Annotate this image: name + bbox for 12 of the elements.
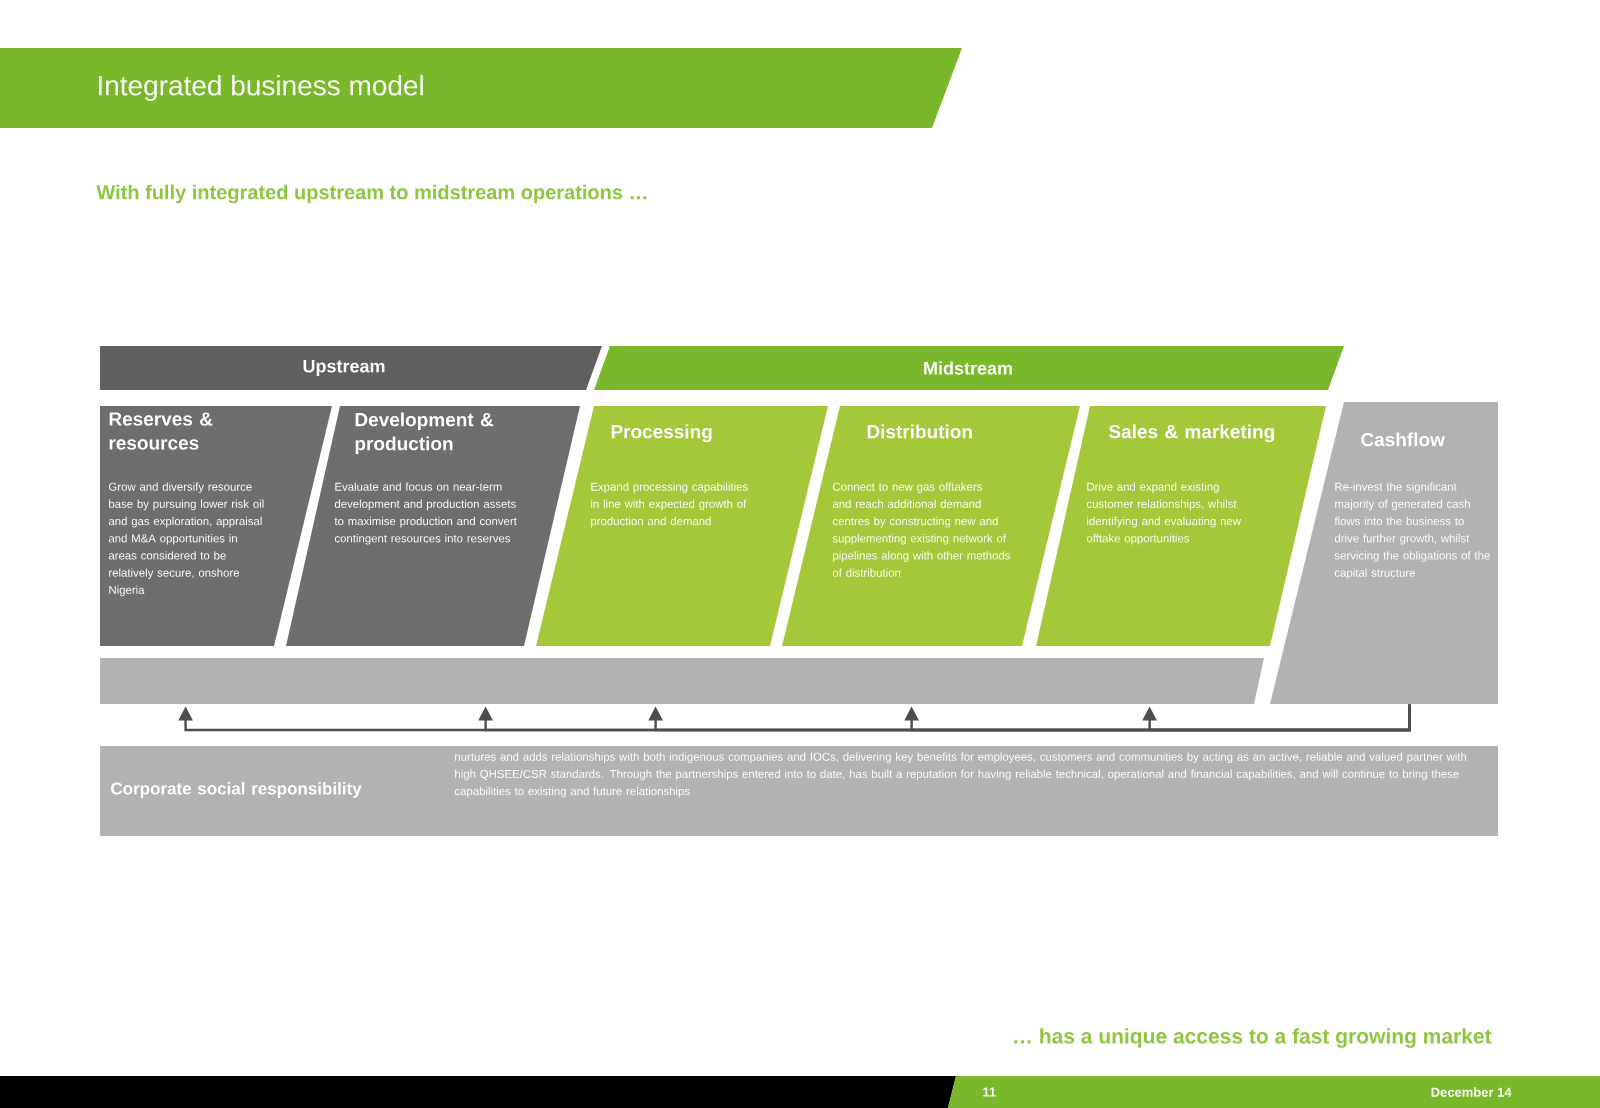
subtitle: With fully integrated upstream to midstream operations … — [96, 184, 647, 204]
node-label: Distribution — [867, 424, 972, 439]
title-banner: Integrated business model — [0, 48, 962, 128]
tagline: … has a unique access to a fast growing market — [1014, 1028, 1492, 1048]
node-label: Reserves & resources — [109, 412, 213, 450]
node-label: Development & production — [355, 412, 494, 455]
node-label: Processing — [611, 424, 712, 443]
arrow — [1142, 704, 1411, 732]
stage-banner: Upstream — [100, 346, 602, 390]
stage-banner: Midstream — [594, 346, 1344, 390]
node-label: Sales & marketing — [1108, 424, 1274, 443]
reinvestment-bar — [100, 658, 1264, 704]
